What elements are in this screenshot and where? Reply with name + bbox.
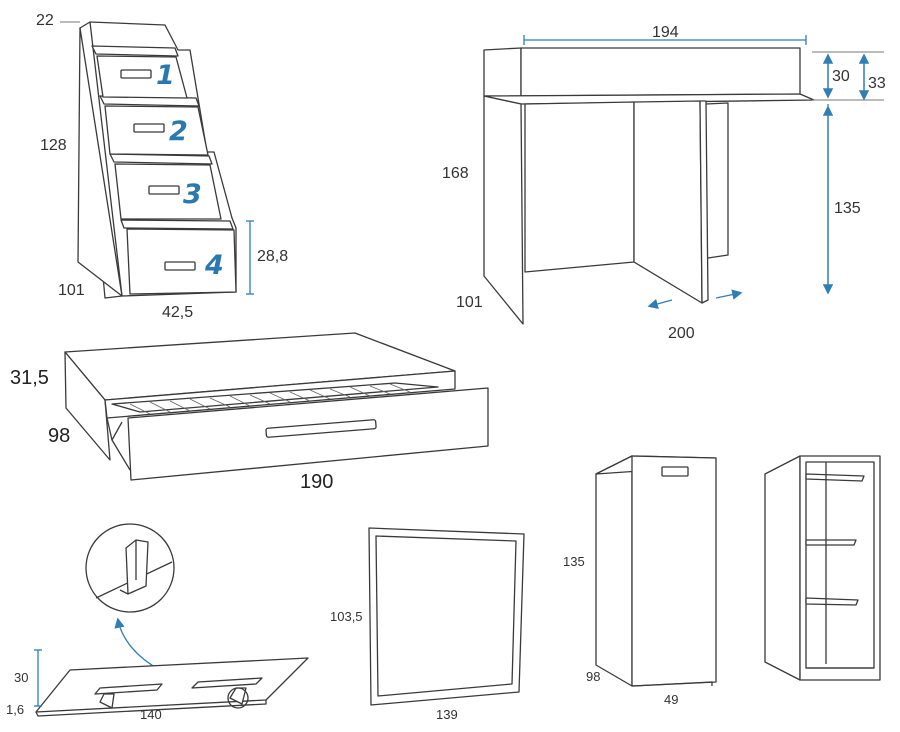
drawer-handle-4[interactable]: [164, 261, 196, 271]
wardrobe-dim-height: 135: [563, 554, 585, 569]
bed-dim-depth: 98: [48, 425, 70, 447]
desk-dim-depth: 101: [456, 294, 483, 311]
wardrobe-open-drawing: [764, 455, 881, 681]
drawer-number-2: 2: [169, 116, 188, 147]
hanging-rail: [805, 473, 865, 482]
shelf-dim-length: 140: [140, 707, 162, 722]
stair-dim-height: 128: [40, 137, 67, 154]
stair-tread-3: [109, 153, 213, 165]
desk-left-panel: [483, 95, 524, 325]
wardrobe-handle[interactable]: [661, 466, 689, 477]
wall-shelf-board: [35, 657, 309, 713]
desk-back-panel: [524, 101, 635, 273]
mirror-frame-inner: [375, 535, 517, 697]
shelf-slot-left: [94, 683, 163, 695]
desk-hutch-side: [483, 47, 522, 97]
shelf-slot-right: [191, 677, 263, 689]
stair-outer-side: [77, 27, 123, 297]
desk-right-leg: [633, 100, 703, 304]
bracket-zoom-circle: [85, 523, 175, 613]
shelf-dim-thickness: 1,6: [6, 702, 24, 717]
desk-dim-shelf-total: 33: [868, 75, 886, 92]
wardrobe-dim-width: 49: [664, 692, 678, 707]
shelf-dim-height: 30: [14, 670, 28, 685]
drawer-handle-1[interactable]: [120, 69, 152, 79]
bed-dim-height: 31,5: [10, 367, 49, 389]
open-wardrobe-side: [764, 455, 801, 681]
wardrobe-closed-drawing: 135 98 49: [563, 455, 717, 707]
mirror-dim-height: 103,5: [330, 609, 363, 624]
desk-dim-leg-height: 135: [834, 200, 861, 217]
drawer-number-4: 4: [204, 250, 224, 281]
trundle-bed-drawing: 31,5 98 190: [10, 332, 489, 493]
mirror-dim-width: 139: [436, 707, 458, 722]
trundle-slats: [129, 383, 411, 415]
open-wardrobe-body: [799, 455, 881, 681]
drawer-number-3: 3: [183, 179, 202, 210]
stair-dim-width: 42,5: [162, 304, 193, 321]
mirror-frame-outer: [368, 527, 525, 706]
wardrobe-shelf-1: [805, 539, 857, 546]
desk-dim-extend: 200: [668, 325, 695, 342]
drawer-handle-2[interactable]: [133, 123, 165, 133]
wall-shelf-drawing: 30 1,6 140: [6, 523, 309, 722]
desk-extend-arrow-right: [715, 289, 743, 300]
wardrobe-side: [595, 455, 633, 687]
drawer-number-1: 1: [156, 60, 175, 91]
bed-left-side: [64, 351, 111, 461]
bracket-detail: [125, 539, 149, 595]
stair-dim-top: 22: [36, 12, 54, 29]
stair-tread-4: [120, 219, 234, 230]
stair-dim-drawer: 28,8: [257, 248, 288, 265]
trundle-handle[interactable]: [265, 419, 377, 438]
stair-tread-1: [91, 45, 179, 57]
desk-dim-width: 194: [652, 24, 679, 41]
desk-hutch-back: [520, 47, 801, 97]
stair-dim-depth: 101: [58, 282, 85, 299]
wardrobe-door[interactable]: [631, 455, 717, 687]
mirror-drawing: 103,5 139: [330, 527, 525, 722]
drawer-handle-3[interactable]: [148, 185, 180, 195]
desk-drawing: 194 30 33 168 135 101 200: [442, 24, 886, 342]
desk-extend-arrow-left: [647, 298, 673, 309]
bed-dim-length: 190: [300, 471, 333, 493]
wardrobe-dim-depth: 98: [586, 669, 600, 684]
desk-dim-height: 168: [442, 165, 469, 182]
wardrobe-shelf-2: [805, 597, 859, 606]
desk-dim-shelf: 30: [832, 68, 850, 85]
stair-unit-drawing: 1 2 3 4 22 128 101 42,5 28,8: [36, 12, 288, 321]
